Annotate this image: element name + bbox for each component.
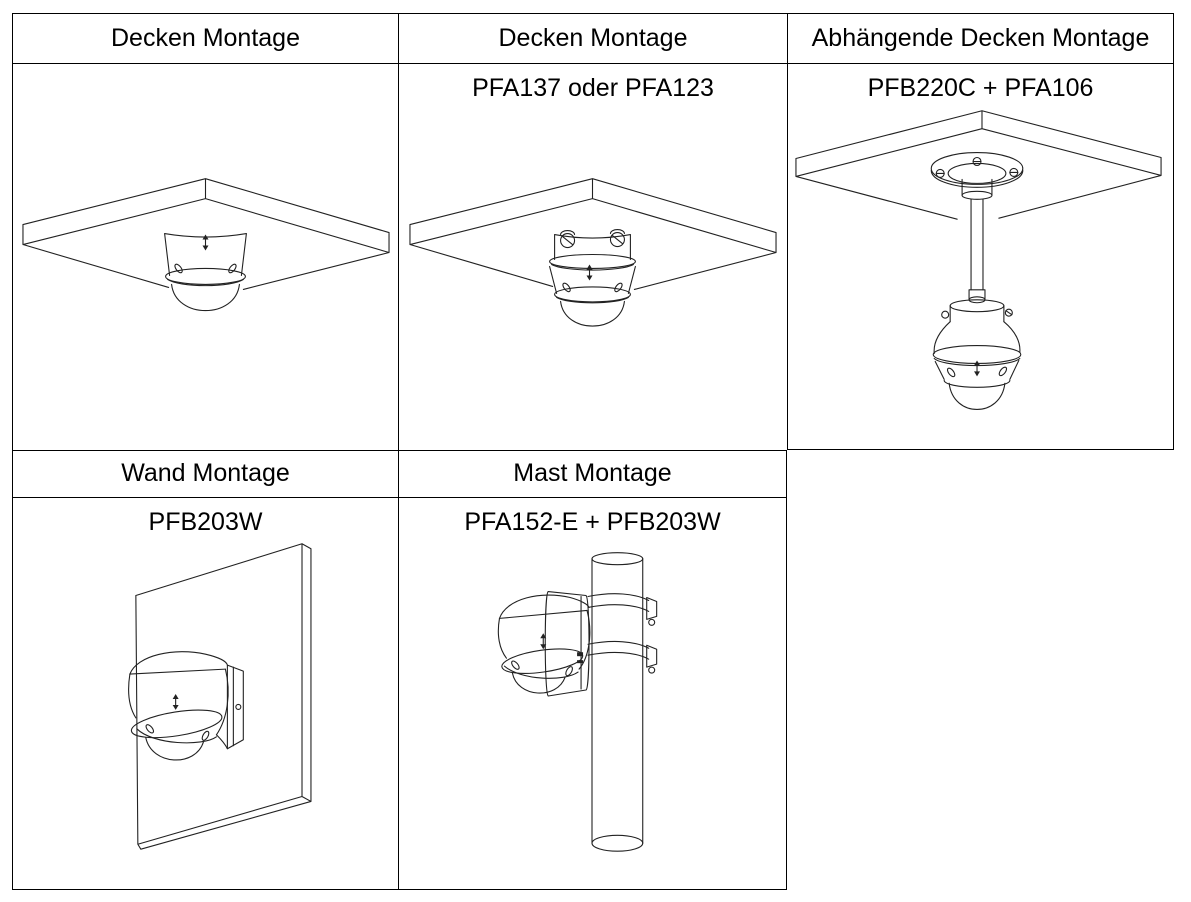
header-label-ceiling-basic: Decken Montage [110, 23, 300, 52]
ceiling-mount-plate [930, 151, 1024, 200]
mast-pole [591, 552, 644, 852]
pole-bracket [544, 590, 590, 697]
mast-mount-illustration [497, 552, 658, 852]
header-label-wall: Wand Montage [121, 459, 290, 488]
wall-mount-illustration [128, 543, 312, 850]
cell-ceiling-adapter: PFA137 oder PFA123 [398, 63, 787, 450]
ceiling-mount-illustration [22, 178, 390, 312]
pendant-pole [968, 198, 986, 304]
header-cell-ceiling-basic: Decken Montage [12, 13, 398, 63]
cell-mast: PFA152-E + PFB203W [398, 497, 787, 890]
header-label-pendant: Abhängende Decken Montage [811, 23, 1150, 52]
dome-camera [934, 359, 1020, 410]
wall-panel [135, 543, 312, 850]
bell-adapter [932, 299, 1022, 367]
ceiling-panel [409, 178, 777, 290]
header-cell-wall: Wand Montage [12, 450, 398, 497]
ceiling-adapter-mount-illustration [409, 178, 777, 327]
cell-ceiling-basic [12, 63, 398, 450]
wall-bracket [226, 664, 244, 750]
cell-wall: PFB203W [12, 497, 398, 890]
header-cell-ceiling-adapter: Decken Montage [398, 13, 787, 63]
dome-camera [549, 264, 636, 327]
product-label-ceiling-adapter: PFA137 oder PFA123 [472, 74, 714, 102]
product-label-mast: PFA152-E + PFB203W [464, 508, 721, 536]
ceiling-panel [22, 178, 390, 290]
ceiling-panel [795, 110, 1162, 220]
junction-box-adapter [549, 229, 636, 271]
header-cell-pendant: Abhängende Decken Montage [787, 13, 1174, 63]
dome-camera [497, 594, 591, 694]
product-label-wall: PFB203W [148, 508, 263, 536]
header-label-ceiling-adapter: Decken Montage [498, 23, 688, 52]
mounting-straps [587, 593, 658, 674]
dome-camera [128, 651, 229, 761]
pendant-mount-illustration [795, 110, 1162, 410]
header-label-mast: Mast Montage [513, 459, 672, 488]
header-cell-mast: Mast Montage [398, 450, 787, 497]
product-label-pendant: PFB220C + PFA106 [867, 74, 1094, 102]
mini-dome-camera [164, 233, 247, 312]
cell-pendant: PFB220C + PFA106 [787, 63, 1174, 450]
